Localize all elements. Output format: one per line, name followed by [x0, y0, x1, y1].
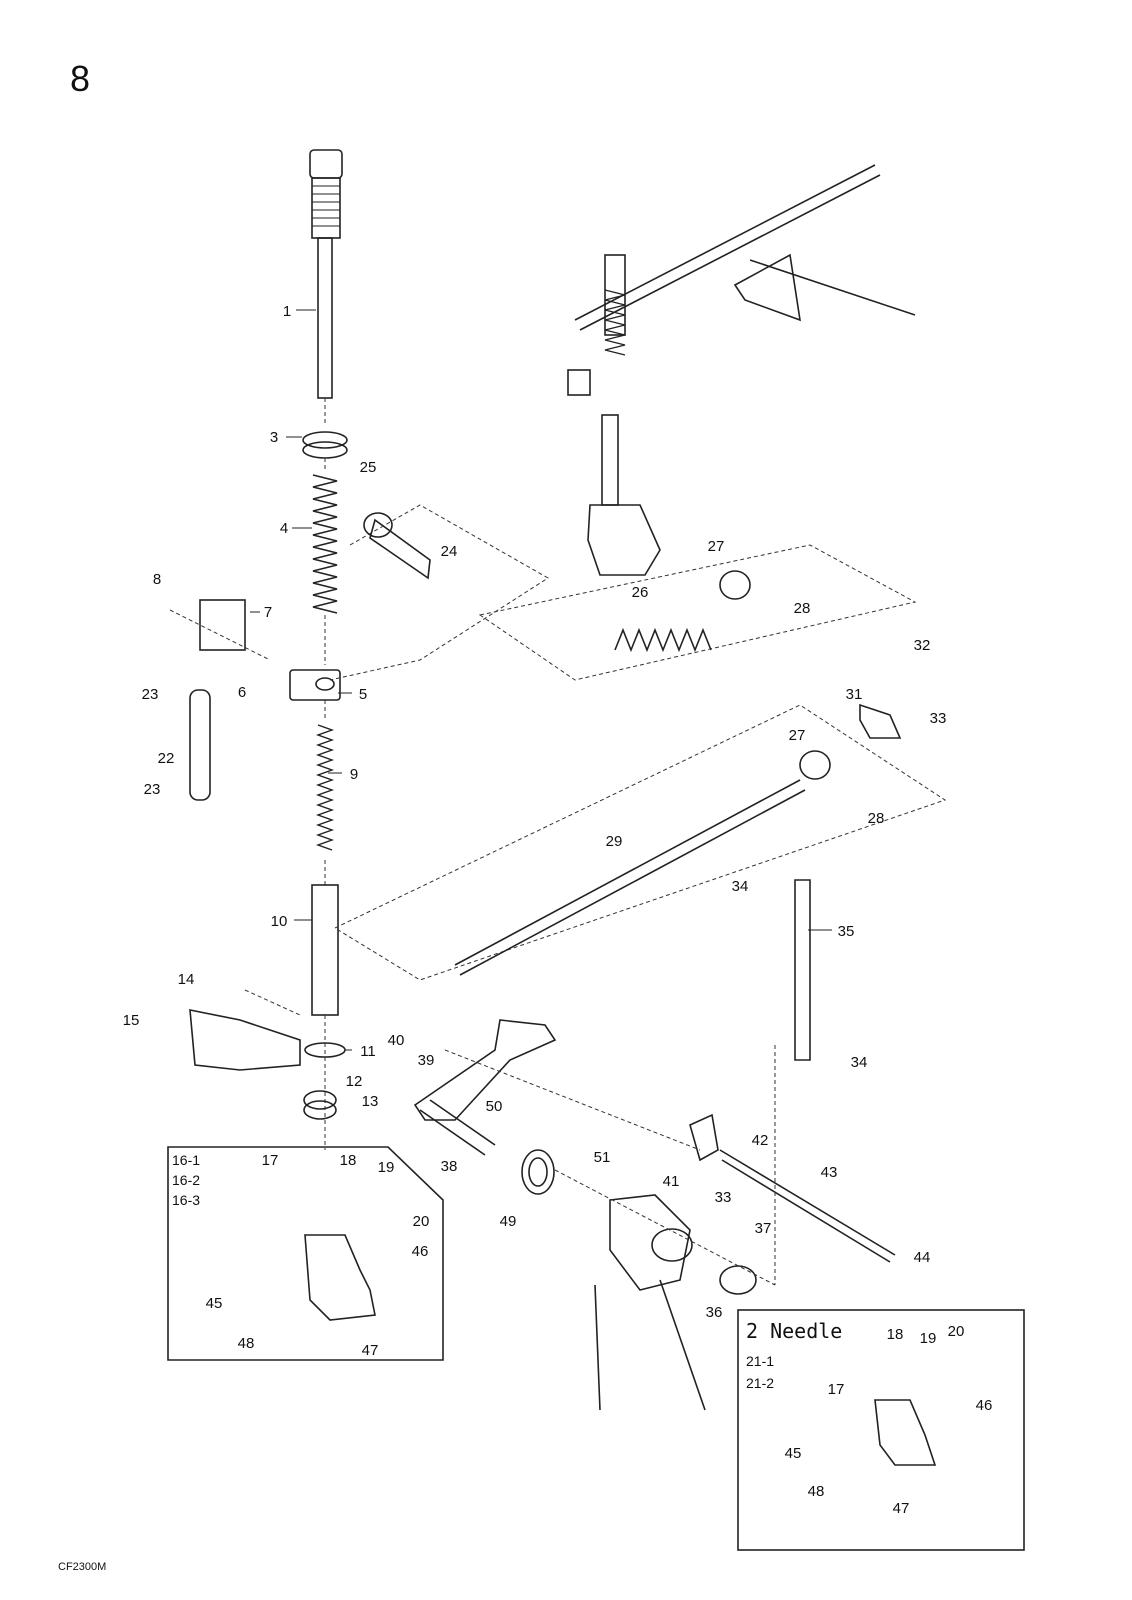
callout: 48 [238, 1335, 255, 1352]
callout: 6 [238, 684, 246, 701]
inset-right-title: 2 Needle [746, 1319, 842, 1343]
callout: 39 [418, 1052, 435, 1069]
callout: 49 [500, 1213, 517, 1230]
shaft-part [454, 779, 801, 966]
callout: 47 [893, 1500, 910, 1517]
callout: 37 [755, 1220, 772, 1237]
inset-box-right [737, 1309, 1025, 1551]
callout: 1 [283, 303, 291, 320]
callout: 29 [606, 833, 623, 850]
callout: 38 [441, 1158, 458, 1175]
callout: 48 [808, 1483, 825, 1500]
callout: 23 [142, 686, 159, 703]
inset-left-line: 16-2 [172, 1172, 200, 1188]
callout: 4 [280, 520, 288, 537]
link-part [794, 879, 811, 1061]
callout: 26 [632, 584, 649, 601]
callout: 17 [828, 1381, 845, 1398]
presser-foot-left [304, 1234, 376, 1321]
callout: 19 [920, 1330, 937, 1347]
callout: 45 [785, 1445, 802, 1462]
callout: 14 [178, 971, 195, 988]
footer-code: CF2300M [58, 1561, 107, 1573]
callout-labels: 1 3 4 25 24 8 7 5 6 23 22 9 23 10 14 15 … [123, 303, 993, 1517]
callout: 36 [706, 1304, 723, 1321]
callout: 34 [732, 878, 749, 895]
inset-box-left [167, 1146, 444, 1361]
callout: 11 [360, 1043, 376, 1060]
inset-right-line: 21-2 [746, 1375, 774, 1391]
callout: 41 [663, 1173, 680, 1190]
callout: 45 [206, 1295, 223, 1312]
bracket-block-part [199, 599, 246, 651]
callout: 5 [359, 686, 367, 703]
callout: 22 [158, 750, 175, 767]
callout: 32 [914, 637, 931, 654]
inset-left-labels: 16-1 16-2 16-3 [172, 1152, 200, 1208]
callout: 20 [948, 1323, 965, 1340]
callout: 24 [441, 543, 458, 560]
callout: 3 [270, 429, 278, 446]
lifting-lever-part [369, 518, 431, 580]
callout: 42 [752, 1132, 769, 1149]
inset-left-line: 16-3 [172, 1192, 200, 1208]
callout: 12 [346, 1073, 363, 1090]
callout: 47 [362, 1342, 379, 1359]
callout: 27 [708, 538, 725, 555]
callout: 40 [388, 1032, 405, 1049]
callout-leaders [250, 309, 832, 1051]
callout: 9 [350, 766, 358, 783]
inset-right-labels: 2 Needle 21-1 21-2 [746, 1319, 842, 1391]
callout: 8 [153, 571, 161, 588]
callout: 20 [413, 1213, 430, 1230]
callout: 19 [378, 1159, 395, 1176]
callout: 25 [360, 459, 377, 476]
callout: 46 [412, 1243, 429, 1260]
callout: 28 [794, 600, 811, 617]
callout: 27 [789, 727, 806, 744]
callout: 18 [340, 1152, 357, 1169]
knee-bracket-part [189, 1009, 301, 1071]
collar-part [719, 570, 751, 600]
callout: 15 [123, 1012, 140, 1029]
callout: 17 [262, 1152, 279, 1169]
top-mechanism [567, 164, 916, 576]
callout: 44 [914, 1249, 931, 1266]
lower-mechanism [413, 1019, 896, 1411]
callout: 35 [838, 923, 855, 940]
callout: 28 [868, 810, 885, 827]
callout: 23 [144, 781, 161, 798]
spring-part [614, 627, 712, 653]
callout: 34 [851, 1054, 868, 1071]
callout: 7 [264, 604, 272, 621]
callout: 46 [976, 1397, 993, 1414]
callout: 51 [594, 1149, 611, 1166]
callout: 18 [887, 1326, 904, 1343]
link-plate-part [189, 689, 211, 801]
callout: 10 [271, 913, 288, 930]
presser-bar-assembly [289, 149, 348, 1150]
crank-part [859, 703, 902, 739]
presser-foot-right [874, 1399, 937, 1466]
inset-left-line: 16-1 [172, 1152, 200, 1168]
inset-right-line: 21-1 [746, 1353, 774, 1369]
callout: 50 [486, 1098, 503, 1115]
callout: 13 [362, 1093, 379, 1110]
page-number: 8 [70, 58, 91, 99]
callout: 33 [715, 1189, 732, 1206]
callout: 33 [930, 710, 947, 727]
callout: 43 [821, 1164, 838, 1181]
callout: 31 [846, 686, 863, 703]
